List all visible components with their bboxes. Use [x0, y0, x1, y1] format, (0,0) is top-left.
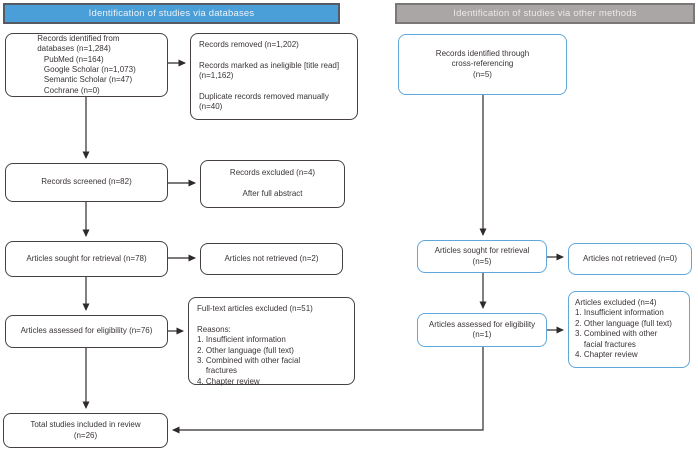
- box-articles-not-retrieved-databases: Articles not retrieved (n=2): [200, 243, 343, 275]
- box-articles-assessed-databases: Articles assessed for eligibility (n=76): [5, 315, 168, 348]
- box-articles-not-retrieved-other: Articles not retrieved (n=0): [568, 243, 692, 275]
- header-identification-databases: Identification of studies via databases: [3, 3, 340, 24]
- box-total-included: Total studies included in review (n=26): [3, 413, 168, 448]
- box-records-identified-databases: Records identified from databases (n=1,2…: [5, 33, 168, 97]
- box-articles-excluded-other: Articles excluded (n=4) 1. Insufficient …: [568, 291, 690, 368]
- box-records-excluded: Records excluded (n=4) After full abstra…: [200, 160, 345, 208]
- box-records-cross-referencing: Records identified through cross-referen…: [398, 34, 567, 95]
- box-articles-sought-databases: Articles sought for retrieval (n=78): [5, 241, 168, 277]
- box-articles-sought-other: Articles sought for retrieval (n=5): [417, 240, 547, 273]
- box-articles-assessed-other: Articles assessed for eligibility (n=1): [417, 313, 547, 347]
- box-records-removed: Records removed (n=1,202) Records marked…: [190, 33, 358, 120]
- header-identification-other-methods: Identification of studies via other meth…: [395, 3, 695, 24]
- box-records-identified-databases-text: Records identified from databases (n=1,2…: [37, 33, 136, 95]
- box-records-screened: Records screened (n=82): [5, 163, 168, 202]
- box-fulltext-excluded: Full-text articles excluded (n=51) Reaso…: [188, 297, 355, 386]
